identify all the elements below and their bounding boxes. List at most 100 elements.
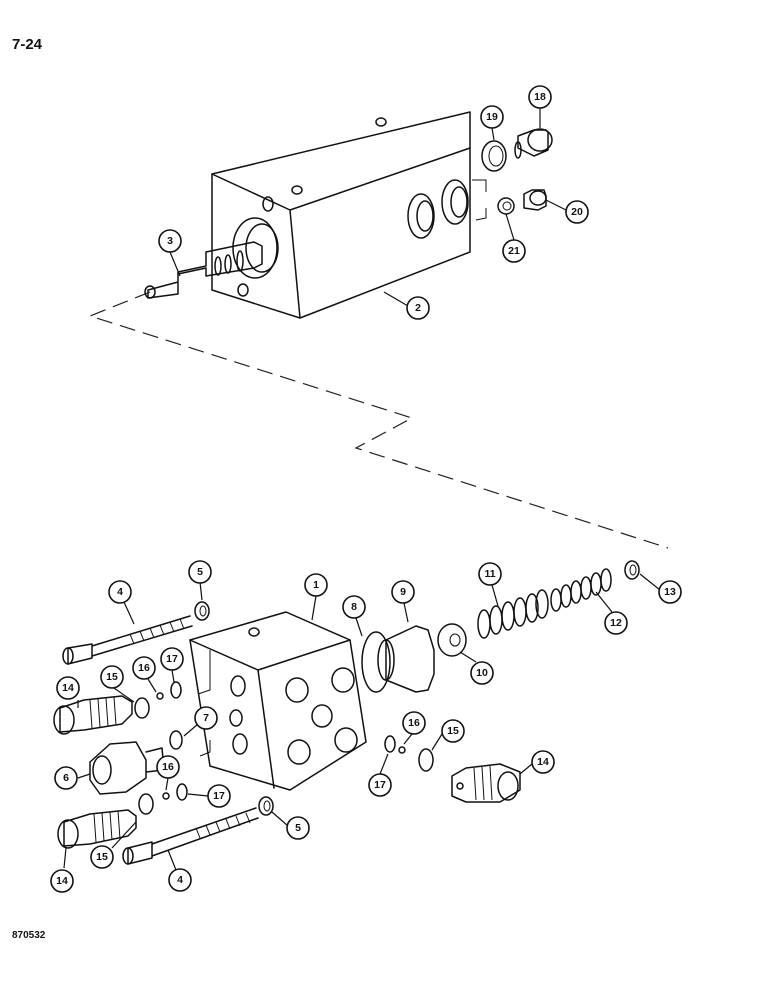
cartridge-14-right [451,763,521,803]
svg-text:17: 17 [374,779,386,791]
svg-text:11: 11 [484,568,495,580]
svg-text:4: 4 [117,586,123,598]
plug-20 [523,189,547,211]
o-ring-17-upper [170,681,182,699]
svg-text:5: 5 [295,822,301,834]
svg-text:15: 15 [106,671,118,683]
callout-17-right: 17 [368,773,392,797]
leader-lines [63,108,661,871]
washer-5-upper [194,601,210,621]
callout-12: 12 [604,611,628,635]
svg-text:15: 15 [96,851,108,863]
callout-17-upper: 17 [160,647,184,671]
svg-text:14: 14 [537,756,549,768]
callout-13: 13 [658,580,682,604]
callout-15-lower: 15 [90,845,114,869]
washer-21-inner [502,201,512,211]
o-ring-8 [361,631,391,693]
callout-14-right: 14 [531,750,555,774]
svg-text:21: 21 [508,245,520,257]
washer-5-lower [258,796,274,816]
svg-text:6: 6 [63,772,69,784]
spool [144,241,263,299]
callout-1: 1 [304,573,328,597]
o-ring-7 [169,730,183,750]
washer-5-lower-inner [263,800,271,812]
callout-2: 2 [406,296,430,320]
callout-11: 11 [478,562,502,586]
callout-17-middle: 17 [207,784,231,808]
plug-18 [514,128,553,159]
callout-5-lower: 5 [286,816,310,840]
callout-14-upper: 14 [56,676,80,700]
callout-16-middle: 16 [156,755,180,779]
o-ring-17-lower [176,783,188,801]
svg-text:16: 16 [162,761,174,773]
svg-text:17: 17 [166,653,178,665]
callout-10: 10 [470,661,494,685]
o-ring-17-right [384,735,396,753]
bolt-4-upper [62,615,193,665]
valve-body-bottom [189,611,367,791]
callout-15-upper: 15 [100,665,124,689]
callout-3: 3 [158,229,182,253]
callout-4-lower: 4 [168,868,192,892]
seal-ring-19-inner [488,145,504,167]
svg-text:14: 14 [62,682,74,694]
callout-15-right: 15 [441,719,465,743]
assembly-connector-line [88,291,669,549]
svg-text:5: 5 [197,566,203,578]
svg-text:10: 10 [476,667,488,679]
svg-text:12: 12 [610,617,622,629]
adapter-6 [89,741,165,795]
callout-21: 21 [502,239,526,263]
callout-14-lower: 14 [50,869,74,893]
svg-text:2: 2 [415,302,421,314]
spring-12 [550,568,612,612]
ring-13-inner [629,564,637,576]
ball-16-upper [156,692,164,700]
callout-18: 18 [528,85,552,109]
washer-21 [497,197,515,215]
callout-7: 7 [194,706,218,730]
svg-text:17: 17 [213,790,225,802]
page-number: 7-24 [12,36,43,53]
svg-text:7: 7 [203,712,209,724]
svg-text:16: 16 [138,662,150,674]
callout-6: 6 [54,766,78,790]
callout-16-right: 16 [402,711,426,735]
svg-text:14: 14 [56,875,68,887]
ball-16-right [398,746,406,754]
svg-text:19: 19 [486,111,498,123]
svg-text:15: 15 [447,725,459,737]
svg-text:3: 3 [167,235,173,247]
piston-9 [377,625,435,693]
washer-5-upper-inner [199,605,207,617]
callout-16-upper: 16 [132,656,156,680]
svg-text:18: 18 [534,91,546,103]
seal-ring-19 [481,140,507,172]
ball-16-lower [162,792,170,800]
callout-5-upper: 5 [188,560,212,584]
svg-text:1: 1 [313,579,319,591]
svg-text:13: 13 [664,586,676,598]
svg-text:4: 4 [177,874,183,886]
callout-19: 19 [480,105,504,129]
svg-text:20: 20 [571,206,583,218]
o-ring-15-lower [138,793,154,815]
ring-13 [624,560,640,580]
callout-4-upper: 4 [108,580,132,604]
svg-text:16: 16 [408,717,420,729]
o-ring-15-right [418,748,434,772]
callout-20: 20 [565,200,589,224]
svg-text:8: 8 [351,601,357,613]
cartridge-14-upper [53,695,133,735]
callout-8: 8 [342,595,366,619]
o-ring-15-upper [134,697,150,719]
callout-9: 9 [391,580,415,604]
spring-11 [477,589,549,639]
cartridge-14-lower-left [57,809,137,849]
spacer-10 [437,623,467,657]
valve-body-top [211,111,487,319]
